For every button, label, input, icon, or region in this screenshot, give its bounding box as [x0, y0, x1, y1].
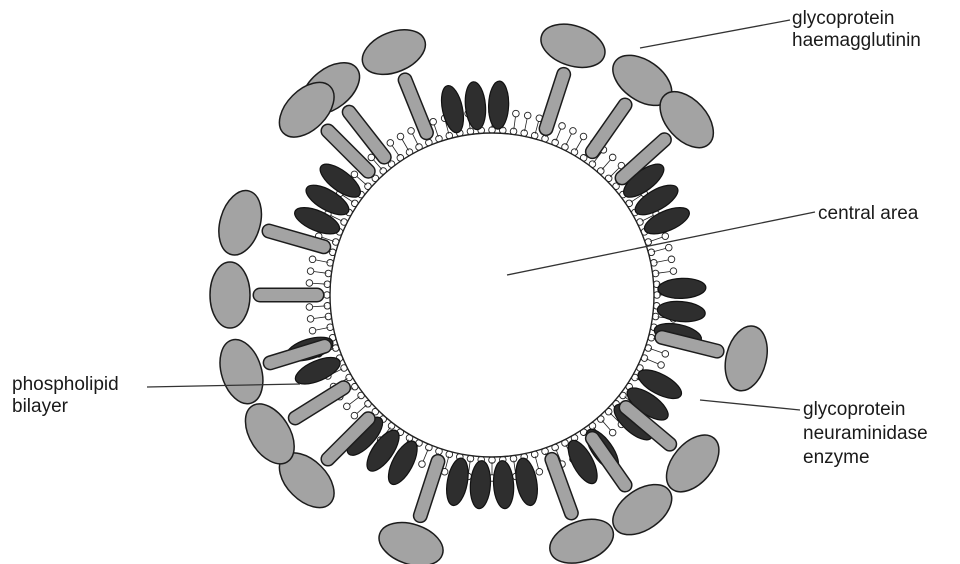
spike-cap	[213, 334, 271, 409]
lipid-tail	[602, 160, 611, 170]
label-central-area: central area	[818, 203, 919, 224]
lipid-head	[408, 128, 415, 135]
spike-cap	[544, 511, 620, 564]
spike-cap	[210, 262, 250, 328]
haemagglutinin-spike	[210, 262, 317, 328]
spike-stalk	[420, 461, 438, 515]
spike-stalk	[295, 388, 343, 418]
lipid-tail	[650, 349, 662, 353]
label-neuraminidase-line-1: glycoprotein	[803, 399, 905, 420]
lipid-tail	[566, 134, 572, 146]
lipid-tail	[646, 359, 658, 364]
lipid-head	[309, 327, 316, 334]
spike-stalk	[662, 337, 717, 351]
lipid-tail	[535, 121, 538, 134]
lipid-tail	[312, 306, 325, 307]
lipid-head	[387, 140, 394, 147]
neuraminidase-lobe	[438, 84, 468, 135]
lipid-tail	[650, 237, 662, 241]
lipid-head	[665, 244, 672, 251]
lipid-head	[309, 256, 316, 263]
lipid-head	[307, 316, 314, 323]
lipid-tail	[556, 129, 561, 141]
lipid-head	[306, 304, 313, 311]
label-neuraminidase-line-3: enzyme	[803, 447, 870, 468]
lipid-head	[662, 233, 669, 240]
lipid-tail	[315, 328, 328, 331]
lipid-tail	[653, 248, 666, 251]
neuraminidase-lobe	[492, 460, 515, 509]
lipid-tail	[514, 461, 516, 474]
neuraminidase-lobe	[512, 456, 540, 507]
lipid-tail	[423, 449, 428, 461]
neuraminidase-lobe	[463, 81, 487, 131]
haemagglutinin-spike	[535, 17, 610, 129]
neuraminidase-lobe	[488, 81, 510, 130]
lipid-tail	[469, 461, 471, 474]
lipid-head	[306, 280, 313, 287]
spike-stalk	[269, 231, 324, 247]
lipid-tail	[656, 260, 669, 263]
haemagglutinin-spike	[373, 461, 448, 564]
lipid-tail	[658, 272, 671, 274]
lipid-tail	[314, 272, 327, 274]
label-central-area-line-1: central area	[818, 203, 919, 224]
neuraminidase-lobe	[656, 300, 706, 324]
lipid-tail	[535, 456, 538, 469]
label-phospholipid-bilayer: phospholipid bilayer	[12, 374, 124, 417]
lipid-tail	[525, 118, 528, 131]
lipid-tail	[412, 134, 418, 146]
label-phospholipid-line-2: bilayer	[12, 396, 69, 417]
lipid-head	[668, 256, 675, 263]
lipid-head	[570, 128, 577, 135]
lipid-tail	[576, 139, 583, 150]
label-phospholipid-line-1: phospholipid	[12, 374, 119, 395]
label-haemagglutinin-line-2: haemagglutinin	[792, 30, 921, 51]
spike-stalk	[592, 105, 625, 152]
lipid-tail	[434, 125, 438, 137]
spike-cap	[356, 21, 432, 83]
leader-neuraminidase	[700, 400, 800, 410]
lipid-head	[662, 351, 669, 358]
lipid-tail	[445, 456, 448, 469]
lipid-head	[307, 268, 314, 275]
label-haemagglutinin-line-1: glycoprotein	[792, 8, 894, 29]
spike-stalk	[546, 74, 564, 128]
lipid-tail	[402, 139, 409, 150]
lipid-tail	[314, 317, 327, 319]
lipid-tail	[349, 397, 359, 405]
lipid-head	[658, 362, 665, 369]
lipid-tail	[514, 117, 516, 130]
lipid-head	[580, 133, 587, 140]
lipid-tail	[602, 421, 611, 431]
central-area	[331, 134, 653, 456]
lipid-head	[419, 461, 426, 468]
lipid-head	[397, 133, 404, 140]
spike-cap	[719, 322, 774, 396]
lipid-tail	[392, 145, 399, 156]
lipid-tail	[312, 283, 325, 284]
haemagglutinin-spike	[356, 21, 432, 133]
lipid-head	[559, 123, 566, 130]
neuraminidase-lobe	[469, 460, 492, 509]
leader-haemagglutinin	[640, 20, 790, 48]
spike-cap	[535, 17, 610, 75]
lipid-head	[513, 110, 520, 117]
lipid-head	[670, 268, 677, 275]
spike-cap	[212, 186, 269, 260]
spike-cap	[373, 515, 448, 564]
label-neuraminidase-line-2: neuraminidase	[803, 423, 928, 444]
lipid-head	[536, 468, 543, 475]
neuraminidase-lobe	[658, 278, 707, 300]
lipid-head	[344, 403, 351, 410]
leader-phospholipid	[147, 384, 300, 387]
neuraminidase-lobe	[443, 456, 471, 507]
lipid-tail	[315, 260, 328, 263]
lipid-head	[524, 112, 531, 119]
label-neuraminidase: glycoprotein neuraminidase enzyme	[803, 399, 933, 468]
label-haemagglutinin: glycoprotein haemagglutinin	[792, 8, 921, 51]
